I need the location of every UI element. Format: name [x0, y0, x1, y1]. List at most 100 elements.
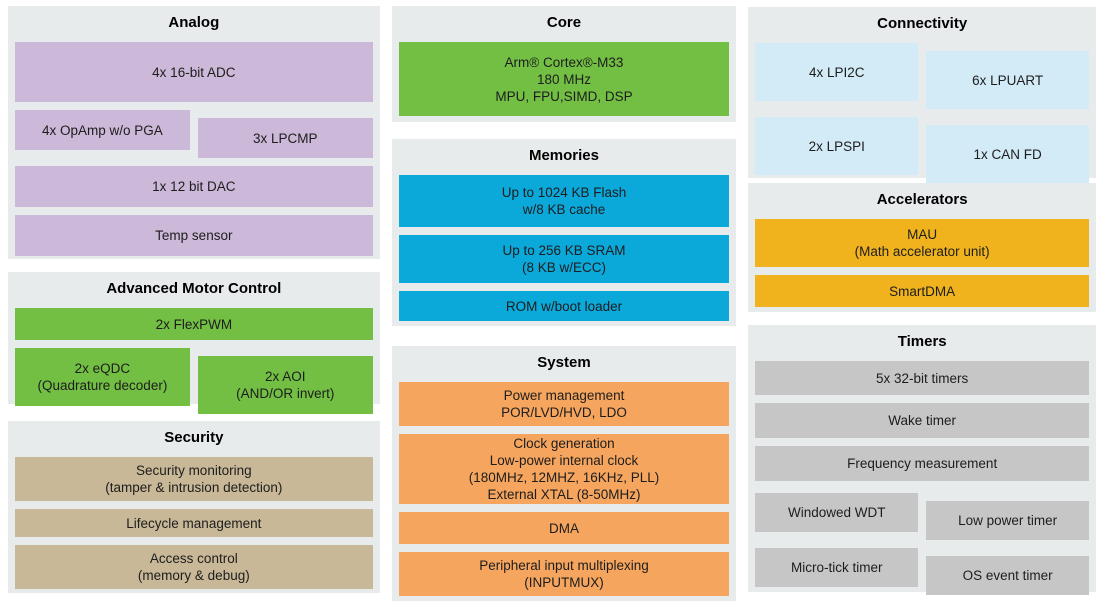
block-flexpwm: 2x FlexPWM — [15, 308, 373, 340]
block-rom-label: ROM w/boot loader — [505, 298, 623, 314]
timers-row-2: Micro-tick timer OS event timer — [755, 548, 1090, 595]
section-motor-control: Advanced Motor Control 2x FlexPWM 2x eQD… — [8, 272, 380, 414]
block-mau: MAU (Math accelerator unit) — [755, 219, 1089, 267]
section-timers-title: Timers — [897, 333, 947, 350]
block-micro-tick-timer-label: Micro-tick timer — [791, 560, 883, 575]
block-frequency-measurement: Frequency measurement — [755, 446, 1089, 481]
block-clock-generation-label-2: Low-power internal clock — [489, 453, 639, 468]
block-power-management-label-2: POR/LVD/HVD, LDO — [501, 405, 627, 420]
block-adc: 4x 16-bit ADC — [15, 42, 373, 102]
block-flash-label-1: Up to 1024 KB Flash — [501, 185, 627, 200]
block-lpspi: 2x LPSPI — [755, 117, 919, 175]
analog-row: 4x OpAmp w/o PGA 3x LPCMP — [15, 110, 373, 158]
block-clock-generation-label-4: External XTAL (8-50MHz) — [487, 487, 641, 502]
timers-row-1: Windowed WDT Low power timer — [755, 493, 1090, 540]
block-wake-timer: Wake timer — [755, 403, 1089, 438]
block-security-monitoring-label-1: Security monitoring — [136, 463, 252, 478]
block-access-control: Access control (memory & debug) — [15, 545, 373, 589]
block-os-event-timer: OS event timer — [926, 556, 1090, 595]
block-cortex-m33: Arm® Cortex®-M33 180 MHz MPU, FPU,SIMD, … — [398, 42, 730, 116]
block-temp-sensor: Temp sensor — [15, 215, 373, 256]
block-aoi-label-2: (AND/OR invert) — [236, 386, 335, 401]
section-accelerators-title: Accelerators — [876, 191, 968, 208]
block-rom: ROM w/boot loader — [398, 291, 730, 321]
block-micro-tick-timer: Micro-tick timer — [755, 548, 919, 587]
section-memories: Memories Up to 1024 KB Flash w/8 KB cach… — [391, 139, 737, 326]
block-cortex-m33-label-1: Arm® Cortex®-M33 — [504, 54, 624, 70]
block-opamp: 4x OpAmp w/o PGA — [15, 110, 190, 150]
block-lpcmp: 3x LPCMP — [197, 118, 373, 158]
block-smartdma-label: SmartDMA — [889, 283, 956, 299]
section-system-title: System — [537, 354, 591, 371]
block-clock-generation-label-3: (180MHz, 12MHZ, 16KHz, PLL) — [468, 470, 660, 485]
block-dma-label: DMA — [548, 520, 579, 536]
block-eqdc: 2x eQDC (Quadrature decoder) — [15, 348, 190, 406]
connectivity-row-2: 2x LPSPI 1x CAN FD — [755, 117, 1090, 183]
block-lpcmp-label: 3x LPCMP — [252, 130, 318, 146]
block-access-control-label-2: (memory & debug) — [137, 568, 250, 583]
block-inputmux-label-1: Peripheral input multiplexing — [479, 558, 649, 573]
section-security: Security Security monitoring (tamper & i… — [8, 421, 380, 593]
section-motor-control-title: Advanced Motor Control — [106, 280, 282, 297]
block-windowed-wdt-label: Windowed WDT — [787, 505, 886, 520]
block-32bit-timers: 5x 32-bit timers — [755, 361, 1089, 395]
block-lpspi-label: 2x LPSPI — [808, 138, 865, 154]
block-power-management: Power management POR/LVD/HVD, LDO — [398, 382, 730, 426]
column-left: Analog 4x 16-bit ADC 4x OpAmp w/o PGA 3x… — [8, 6, 380, 593]
section-system: System Power management POR/LVD/HVD, LDO… — [391, 346, 737, 601]
section-analog-title: Analog — [168, 14, 220, 31]
block-flexpwm-label: 2x FlexPWM — [155, 316, 233, 332]
block-adc-label: 4x 16-bit ADC — [152, 64, 236, 80]
block-sram-label-2: (8 KB w/ECC) — [521, 260, 606, 275]
block-clock-generation: Clock generation Low-power internal cloc… — [398, 434, 730, 504]
block-32bit-timers-label: 5x 32-bit timers — [876, 370, 969, 386]
block-lifecycle: Lifecycle management — [15, 509, 373, 537]
block-opamp-label: 4x OpAmp w/o PGA — [42, 122, 163, 138]
section-core-title: Core — [546, 14, 582, 31]
section-analog: Analog 4x 16-bit ADC 4x OpAmp w/o PGA 3x… — [8, 6, 380, 259]
block-security-monitoring-label-2: (tamper & intrusion detection) — [105, 480, 283, 495]
block-sram: Up to 256 KB SRAM (8 KB w/ECC) — [398, 235, 730, 283]
block-low-power-timer: Low power timer — [926, 501, 1090, 540]
block-lifecycle-label: Lifecycle management — [126, 515, 262, 531]
connectivity-row-1: 4x LPI2C 6x LPUART — [755, 43, 1090, 109]
block-wake-timer-label: Wake timer — [888, 413, 957, 428]
section-timers: Timers 5x 32-bit timers Wake timer Frequ… — [748, 325, 1096, 595]
block-dma: DMA — [398, 512, 730, 544]
block-cortex-m33-label-2: 180 MHz — [536, 71, 591, 87]
block-lpuart: 6x LPUART — [926, 51, 1090, 109]
block-mau-label-2: (Math accelerator unit) — [854, 244, 990, 259]
block-inputmux-label-2: (INPUTMUX) — [524, 575, 604, 590]
block-lpi2c: 4x LPI2C — [755, 43, 919, 101]
block-canfd: 1x CAN FD — [926, 125, 1090, 183]
section-connectivity: Connectivity 4x LPI2C 6x LPUART 2x LPSPI… — [748, 7, 1096, 183]
block-dac: 1x 12 bit DAC — [15, 166, 373, 207]
block-canfd-label: 1x CAN FD — [973, 146, 1042, 162]
block-security-monitoring: Security monitoring (tamper & intrusion … — [15, 457, 373, 501]
section-accelerators: Accelerators MAU (Math accelerator unit)… — [748, 183, 1096, 312]
block-clock-generation-label-1: Clock generation — [513, 436, 615, 451]
block-smartdma: SmartDMA — [755, 275, 1089, 307]
block-eqdc-label-2: (Quadrature decoder) — [37, 378, 168, 393]
block-sram-label-1: Up to 256 KB SRAM — [502, 243, 626, 258]
block-lpi2c-label: 4x LPI2C — [808, 64, 865, 80]
block-low-power-timer-label: Low power timer — [958, 513, 1058, 528]
block-lpuart-label: 6x LPUART — [972, 72, 1044, 88]
block-aoi: 2x AOI (AND/OR invert) — [197, 356, 373, 414]
block-eqdc-label-1: 2x eQDC — [74, 361, 131, 376]
section-connectivity-title: Connectivity — [877, 15, 968, 32]
block-aoi-label-1: 2x AOI — [264, 369, 306, 384]
block-temp-sensor-label: Temp sensor — [155, 228, 233, 243]
block-inputmux: Peripheral input multiplexing (INPUTMUX) — [398, 552, 730, 596]
column-right: Connectivity 4x LPI2C 6x LPUART 2x LPSPI… — [748, 6, 1096, 595]
block-cortex-m33-label-3: MPU, FPU,SIMD, DSP — [495, 88, 633, 104]
block-windowed-wdt: Windowed WDT — [755, 493, 919, 532]
motor-row: 2x eQDC (Quadrature decoder) 2x AOI (AND… — [15, 348, 373, 414]
block-flash: Up to 1024 KB Flash w/8 KB cache — [398, 175, 730, 227]
block-os-event-timer-label: OS event timer — [962, 568, 1053, 583]
block-power-management-label-1: Power management — [503, 388, 625, 403]
column-middle: Core Arm® Cortex®-M33 180 MHz MPU, FPU,S… — [391, 6, 737, 601]
block-mau-label-1: MAU — [907, 227, 938, 242]
block-frequency-measurement-label: Frequency measurement — [847, 456, 998, 471]
